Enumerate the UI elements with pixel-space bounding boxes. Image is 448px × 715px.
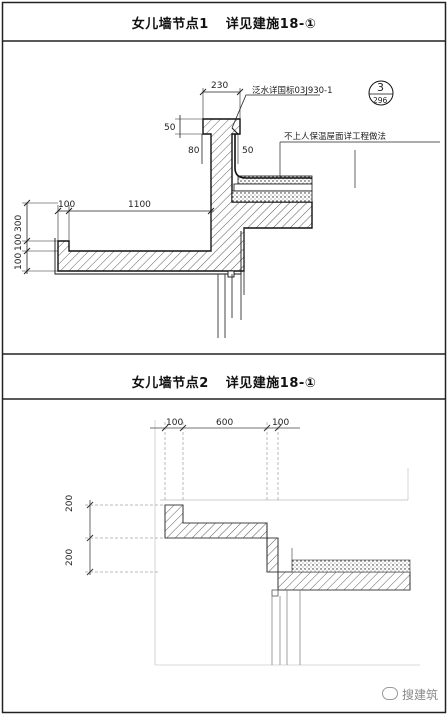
detail1-ref-text: 详见建施18-①: [225, 17, 317, 32]
watermark: 搜建筑: [381, 686, 438, 703]
index-symbol: [368, 80, 394, 106]
dim-h50: 50: [242, 146, 254, 156]
chat-bubble-icon: [381, 687, 398, 700]
dim-v200b: 200: [65, 549, 75, 566]
detail2-drawing: 100 600 100 200 200: [65, 418, 420, 666]
dim-h80: 80: [188, 146, 200, 156]
detail2-ref-text: 详见建施18-①: [225, 376, 317, 391]
detail2-concrete-section: [164, 504, 411, 591]
watermark-text: 搜建筑: [401, 688, 438, 702]
detail1-title: 女儿墙节点1 详见建施18-①: [0, 13, 448, 32]
detail2-title: 女儿墙节点2 详见建施18-①: [0, 372, 448, 391]
index-bottom: 296: [373, 96, 388, 105]
detail1-title-text: 女儿墙节点1: [131, 17, 209, 32]
detail1-drawing: 230 泛水详国标03J930-1 3 296 50 80 50 不上人保温屋面…: [14, 80, 440, 338]
detail2-title-text: 女儿墙节点2: [131, 376, 209, 391]
dim-d600: 600: [216, 418, 233, 428]
dim-span-1100: 1100: [128, 200, 151, 210]
dim-left-100: 100: [58, 200, 75, 210]
dim-cap-width: 230: [211, 81, 228, 91]
roof-note: 不上人保温屋面详工程做法: [284, 131, 386, 142]
dim-d100b: 100: [272, 418, 289, 428]
dim-d100a: 100: [166, 418, 183, 428]
index-top: 3: [377, 81, 384, 94]
dim-v200a: 200: [65, 495, 75, 512]
dim-v100b: 100: [14, 253, 24, 270]
dim-cap-50: 50: [164, 123, 176, 133]
dim-v100a: 100: [14, 234, 24, 251]
dim-v300: 300: [14, 215, 24, 232]
flashing-note: 泛水详国标03J930-1: [252, 85, 333, 96]
